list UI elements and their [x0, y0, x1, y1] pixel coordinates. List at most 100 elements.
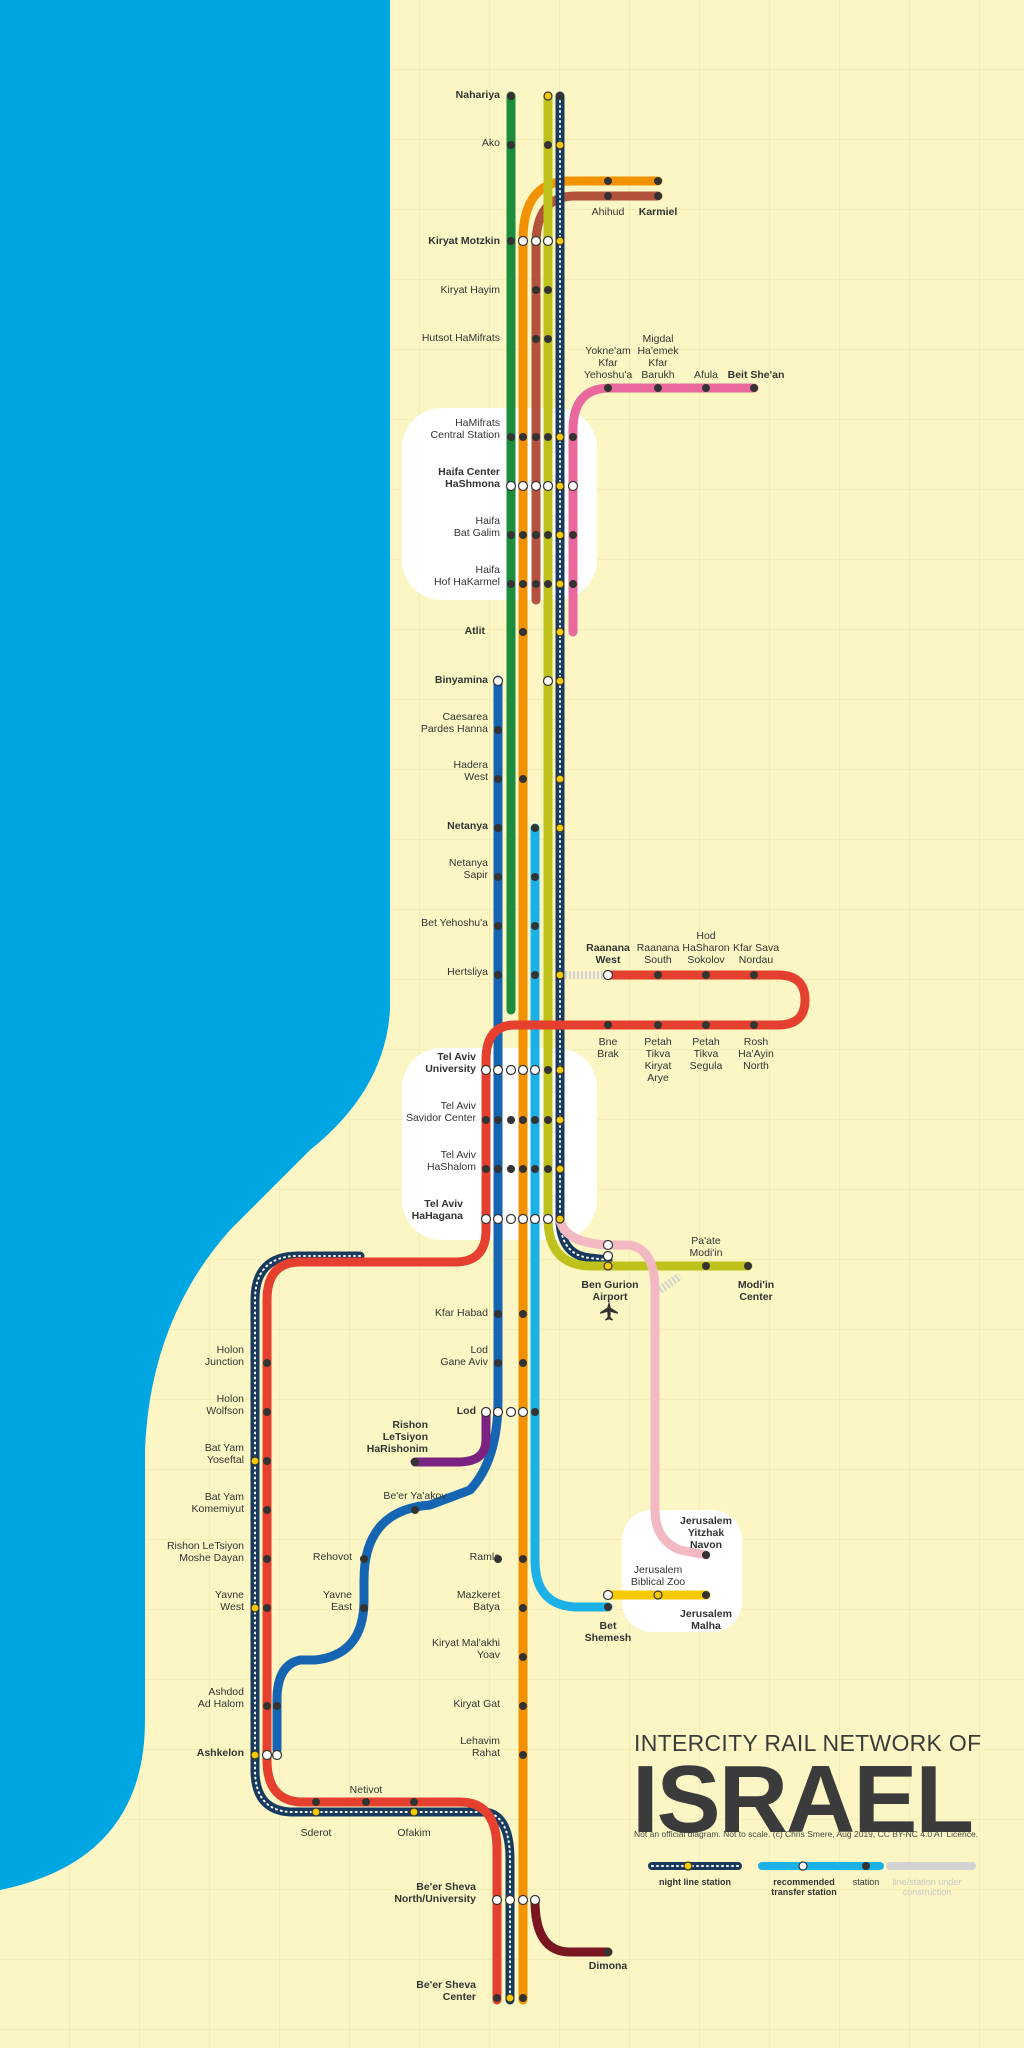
station-dot [531, 824, 539, 832]
station-dot [555, 579, 565, 589]
station-dot [492, 1064, 504, 1076]
station-dot [604, 1948, 612, 1956]
station-dot [362, 1798, 370, 1806]
station-dot [480, 1406, 492, 1418]
station-dot [569, 531, 577, 539]
station-dot [263, 1457, 271, 1465]
station-dot [654, 384, 662, 392]
line-purple [410, 1407, 491, 1467]
station-dot [604, 1021, 612, 1029]
station-nahariya: Nahariya [456, 89, 501, 101]
station-dot [519, 1116, 527, 1124]
under-construction [565, 971, 683, 1294]
station-dot [532, 335, 540, 343]
station-dot [604, 192, 612, 200]
station-dot [250, 1603, 260, 1613]
station-dot [569, 580, 577, 588]
station-dot [261, 1749, 273, 1761]
station-dot [494, 726, 502, 734]
station-dot [507, 580, 515, 588]
station-dot [555, 236, 565, 246]
station-rehovot: Rehovot [313, 1551, 352, 1563]
station-dot [519, 1165, 527, 1173]
station-dot [555, 676, 565, 686]
map-credit: Not an official diagram. Not to scale. (… [634, 1829, 979, 1839]
station-dot [263, 1408, 271, 1416]
legend-transfer-dot [798, 1861, 808, 1871]
station-dot [491, 1894, 503, 1906]
station-karmiel: Karmiel [639, 206, 678, 218]
station-dot [263, 1604, 271, 1612]
station-dot [517, 480, 529, 492]
station-dot [263, 1359, 271, 1367]
station-dot [744, 1262, 752, 1270]
station-dot [519, 775, 527, 783]
station-dot [544, 1066, 552, 1074]
station-dot [492, 1213, 504, 1225]
station-kfar-habad: Kfar Habad [435, 1307, 488, 1319]
station-dot [555, 627, 565, 637]
station-dot [604, 1603, 612, 1611]
legend-station-label: station [852, 1877, 880, 1887]
station-dot [263, 1555, 271, 1563]
station-dot [654, 192, 662, 200]
station-dot [482, 1116, 490, 1124]
station-dot [519, 1555, 527, 1563]
station-dot [531, 1116, 539, 1124]
station-dot [542, 675, 554, 687]
line-lightpink [555, 1215, 711, 1560]
line-navy-south-dots [254, 1255, 511, 2001]
station-dot [555, 432, 565, 442]
station-dot [542, 1213, 554, 1225]
station-dot [604, 177, 612, 185]
station-dot [544, 335, 552, 343]
station-dot [603, 1261, 613, 1271]
station-dot [750, 1021, 758, 1029]
station-kiryat-hayim: Kiryat Hayim [440, 284, 500, 296]
station-binyamina: Binyamina [435, 674, 488, 686]
station-kiryat-motzkin: Kiryat Motzkin [428, 235, 500, 247]
line-red [262, 970, 810, 2005]
station-dot [750, 384, 758, 392]
station-dot [311, 1807, 321, 1817]
station-afula: Afula [694, 369, 718, 381]
station-dot [555, 823, 565, 833]
station-ramla: Ramla [470, 1551, 501, 1563]
station-dot [505, 1064, 517, 1076]
station-dot [519, 1653, 527, 1661]
station-bet-yehoshua: Bet Yehoshu'a [421, 917, 488, 929]
station-dot [504, 1894, 516, 1906]
station-dot [702, 1262, 710, 1270]
station-dot [555, 1065, 565, 1075]
station-dot [507, 433, 515, 441]
station-dot [653, 1590, 663, 1600]
station-dot [410, 1798, 418, 1806]
station-ako: Ako [482, 137, 500, 149]
line-navy-dots [559, 95, 609, 1261]
station-dot [555, 140, 565, 150]
station-netanya: Netanya [447, 820, 488, 832]
station-beit-shean: Beit She'an [728, 369, 785, 381]
mediterranean-sea [0, 0, 390, 1890]
station-dot [494, 824, 502, 832]
station-dot [493, 1994, 501, 2002]
station-dot [555, 530, 565, 540]
station-lod: Lod [457, 1405, 476, 1417]
station-dot [494, 922, 502, 930]
station-dot [507, 237, 515, 245]
